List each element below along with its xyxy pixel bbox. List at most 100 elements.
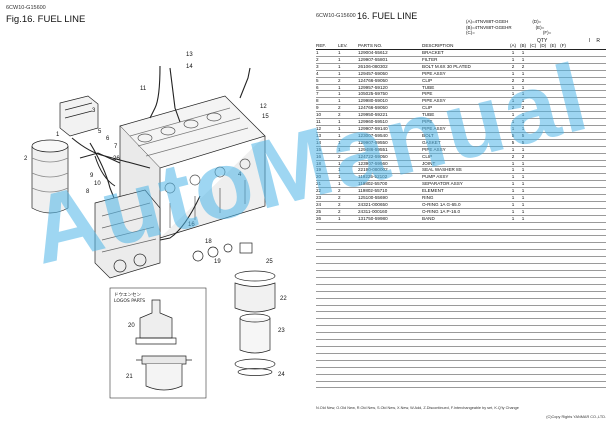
cell-qty-a: 1 — [508, 201, 518, 209]
cell-qty-f — [558, 166, 568, 175]
cell-qty-c — [528, 160, 538, 168]
cell-ir — [568, 132, 606, 140]
cell-qty-b: 1 — [518, 125, 528, 133]
cell-lev: 1 — [338, 173, 358, 182]
cell-description: O-RING 1A G-65.0 — [408, 201, 508, 209]
cell-qty-f — [558, 132, 568, 140]
cell-ref: 20 — [316, 173, 338, 182]
cell-qty-d — [538, 160, 548, 168]
table-row-empty — [316, 305, 606, 313]
cell-ref: 13 — [316, 132, 338, 140]
callout-11: 11 — [140, 86, 147, 92]
callout-3: 3 — [92, 108, 96, 114]
cell-qty-c — [528, 194, 538, 202]
cell-qty-b: 1 — [518, 215, 528, 223]
cell-description: TUBE — [408, 111, 508, 120]
cell-qty-d — [538, 180, 548, 189]
cell-parts-no: 124722-59050 — [358, 153, 408, 161]
cell-qty-f — [558, 173, 568, 182]
cell-qty-d — [538, 194, 548, 202]
cell-qty-b: 1 — [518, 208, 528, 216]
callout-4: 4 — [238, 172, 242, 178]
cell-qty-a: 5 — [508, 139, 518, 147]
cell-ir — [568, 187, 606, 196]
cell-qty-b: 1 — [518, 56, 528, 64]
model-legend: (A)=4TNV88T-GGEH(D)= (B)=4TNV88T-GGEHR(E… — [466, 19, 551, 36]
cell-qty-c — [528, 139, 538, 147]
callout-24: 24 — [278, 372, 285, 378]
table-row-empty — [316, 284, 606, 292]
cell-ref: 10 — [316, 111, 338, 120]
cell-ref: 8 — [316, 97, 338, 106]
cell-ir — [568, 118, 606, 126]
cell-qty-f — [558, 111, 568, 120]
cell-description: PIPE — [408, 90, 508, 99]
cell-qty-c — [528, 63, 538, 71]
cell-qty-f — [558, 187, 568, 196]
cell-description: PIPE ASSY — [408, 70, 508, 78]
cell-parts-no: 129960-59510 — [358, 118, 408, 126]
cell-qty-f — [558, 208, 568, 216]
cell-parts-no: 123907-59560 — [358, 160, 408, 168]
parts-table: REF. LEV. PARTS NO. DESCRIPTION (A) (B) … — [316, 42, 606, 389]
ir-header: IR — [589, 38, 607, 44]
model-f: (F)= — [542, 30, 552, 36]
cell-description: PUMP ASSY — [408, 173, 508, 182]
table-row-empty — [316, 367, 606, 375]
cell-ir — [568, 77, 606, 85]
cell-qty-d — [538, 49, 548, 57]
cell-qty-e — [548, 125, 558, 133]
cell-qty-e — [548, 132, 558, 140]
cell-parts-no: 124766-59050 — [358, 77, 408, 85]
cell-ref: 26 — [316, 215, 338, 223]
cell-ref: 9 — [316, 104, 338, 113]
callout-10: 10 — [94, 181, 101, 187]
cell-lev: 1 — [338, 215, 358, 223]
cell-qty-b: 1 — [518, 160, 528, 168]
col-parts-no: PARTS NO. — [358, 42, 408, 50]
cell-ref: 14 — [316, 139, 338, 147]
left-model-code: 6CW10-G15600 — [6, 5, 46, 11]
cell-ref: 3 — [316, 63, 338, 71]
cell-ir — [568, 63, 606, 71]
cell-qty-a: 2 — [508, 104, 518, 113]
cell-qty-f — [558, 160, 568, 168]
cell-qty-e — [548, 84, 558, 92]
cell-parts-no: 119802-55710 — [358, 187, 408, 196]
cell-qty-e — [548, 118, 558, 126]
callout-22: 22 — [280, 296, 287, 302]
cell-ir — [568, 104, 606, 113]
cell-qty-c — [528, 201, 538, 209]
cell-lev: 1 — [338, 118, 358, 126]
cell-qty-a: 1 — [508, 84, 518, 92]
cell-description: RING — [408, 194, 508, 202]
cell-qty-d — [538, 187, 548, 196]
cell-ir — [568, 111, 606, 120]
cell-qty-f — [558, 180, 568, 189]
cell-ref: 19 — [316, 166, 338, 175]
model-a: (A)=4TNV88T-GGEH — [466, 19, 509, 24]
cell-qty-e — [548, 194, 558, 202]
cell-qty-b: 1 — [518, 166, 528, 175]
cell-qty-d — [538, 104, 548, 113]
cell-qty-d — [538, 139, 548, 147]
cell-qty-f — [558, 77, 568, 85]
cell-description: BAND — [408, 215, 508, 223]
cell-qty-a: 2 — [508, 153, 518, 161]
cell-qty-c — [528, 215, 538, 223]
callout-21: 21 — [126, 374, 133, 380]
cell-qty-b: 1 — [518, 84, 528, 92]
table-row-empty — [316, 346, 606, 354]
cell-ref: 2 — [316, 56, 338, 64]
cell-qty-a: 2 — [508, 77, 518, 85]
cell-qty-f — [558, 84, 568, 92]
model-d: (D)= — [532, 19, 542, 24]
cell-qty-a: 1 — [508, 49, 518, 57]
cell-qty-d — [538, 146, 548, 154]
